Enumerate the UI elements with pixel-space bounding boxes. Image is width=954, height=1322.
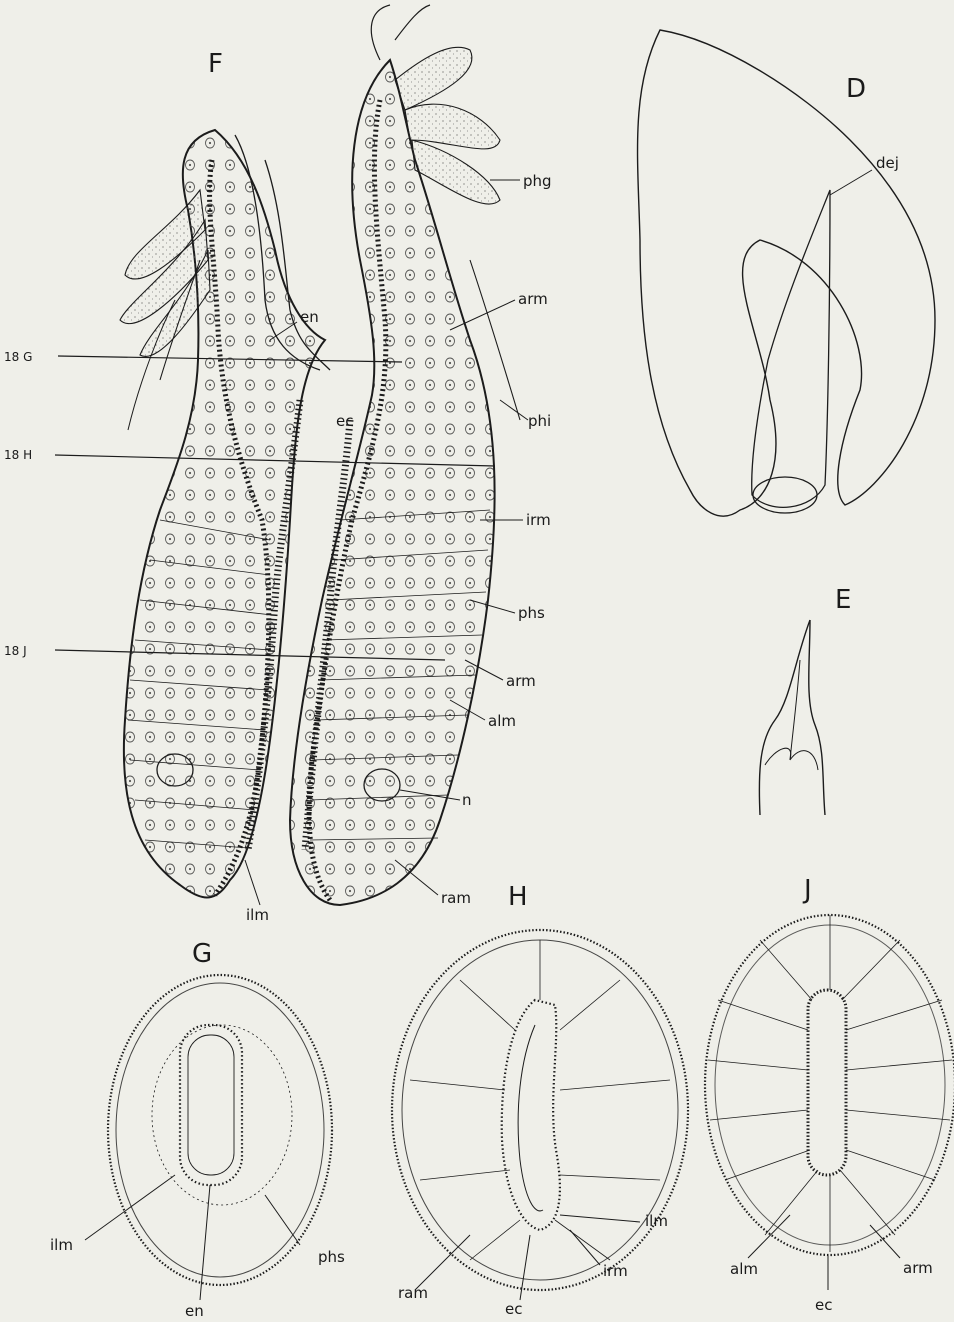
label-ram-h: ram <box>398 1284 428 1302</box>
section-ref-h: 18 H <box>4 448 32 462</box>
label-irm-h: irm <box>603 1262 628 1280</box>
section-ref-j: 18 J <box>4 644 27 658</box>
label-ilm-h: ilm <box>645 1212 668 1230</box>
panel-d-drawing <box>638 30 935 516</box>
panel-letter-j: J <box>802 875 812 905</box>
panel-f-drawing <box>120 5 520 905</box>
label-ec-h: ec <box>505 1300 522 1318</box>
panel-h-drawing <box>392 930 688 1300</box>
panel-j-drawing <box>705 915 954 1290</box>
label-phs-g: phs <box>318 1248 345 1266</box>
panel-g-drawing <box>85 975 332 1300</box>
label-irm-f: irm <box>526 511 551 529</box>
label-ilm-f: ilm <box>246 906 269 924</box>
label-n: n <box>462 791 472 809</box>
label-arm-lower: arm <box>506 672 536 690</box>
panel-letter-d: D <box>846 74 866 104</box>
label-alm-f: alm <box>488 712 516 730</box>
label-en-g: en <box>185 1302 204 1320</box>
label-ilm-g: ilm <box>50 1236 73 1254</box>
label-phs-f: phs <box>518 604 545 622</box>
panel-letter-f: F <box>208 49 223 79</box>
label-dej: dej <box>876 154 899 172</box>
label-alm-j: alm <box>730 1260 758 1278</box>
section-ref-g: 18 G <box>4 350 32 364</box>
label-phi: phi <box>528 412 551 430</box>
panel-letter-e: E <box>835 585 851 615</box>
label-ec-j: ec <box>815 1296 832 1314</box>
label-phg: phg <box>523 172 552 190</box>
label-arm-j: arm <box>903 1259 933 1277</box>
panel-letter-h: H <box>508 882 528 912</box>
label-arm-upper: arm <box>518 290 548 308</box>
panel-letter-g: G <box>192 939 212 969</box>
panel-e-drawing <box>759 620 825 815</box>
label-en-f: en <box>300 308 319 326</box>
label-ram-f: ram <box>441 889 471 907</box>
label-ec-f: ec <box>336 412 353 430</box>
